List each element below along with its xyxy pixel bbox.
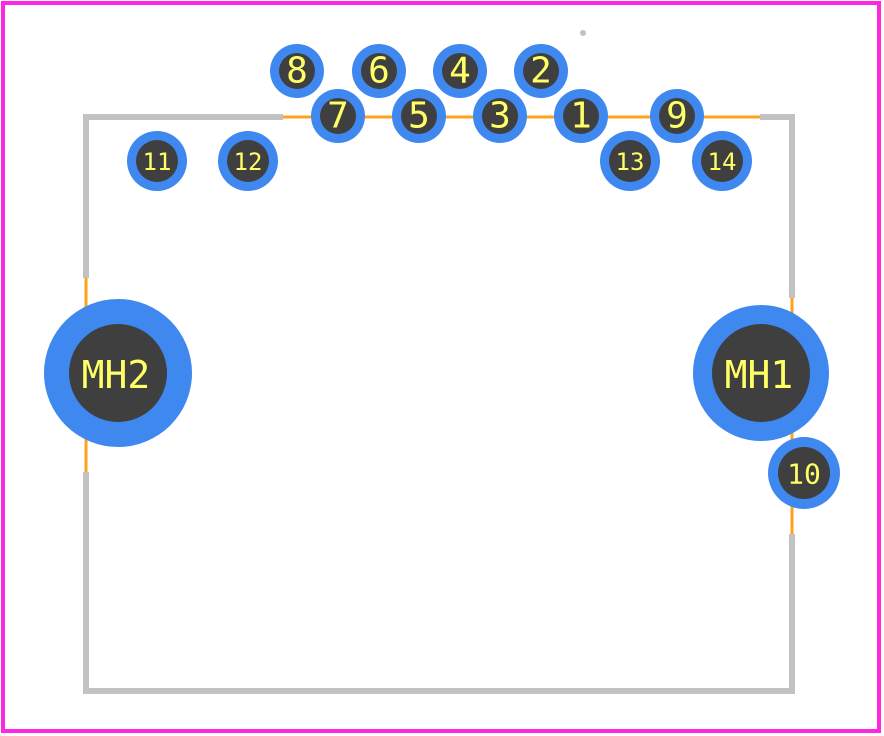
pad-9-label: 9 bbox=[666, 96, 688, 137]
pad-10-label: 10 bbox=[787, 458, 821, 491]
pad-1[interactable]: 1 bbox=[554, 89, 608, 143]
pad-7[interactable]: 7 bbox=[311, 89, 365, 143]
pad-2[interactable]: 2 bbox=[514, 44, 568, 98]
pad-10[interactable]: 10 bbox=[768, 437, 840, 509]
pad-2-label: 2 bbox=[530, 51, 552, 92]
pad-8-label: 8 bbox=[286, 51, 308, 92]
pad-7-label: 7 bbox=[327, 96, 349, 137]
pad-3-label: 3 bbox=[489, 96, 511, 137]
pad-6-label: 6 bbox=[368, 51, 390, 92]
pad-12-label: 12 bbox=[234, 148, 263, 176]
silkscreen-outline bbox=[83, 114, 795, 694]
pad-mh1-label: MH1 bbox=[725, 353, 794, 397]
pad-13-label: 13 bbox=[616, 148, 645, 176]
pad-mh2-label: MH2 bbox=[82, 353, 151, 397]
pad-11[interactable]: 11 bbox=[127, 131, 187, 191]
courtyard-lines bbox=[84, 115, 794, 534]
pad-8[interactable]: 8 bbox=[270, 44, 324, 98]
pad-14[interactable]: 14 bbox=[692, 131, 752, 191]
pad-6[interactable]: 6 bbox=[352, 44, 406, 98]
pad-4[interactable]: 4 bbox=[433, 44, 487, 98]
origin-marker bbox=[580, 30, 586, 36]
pad-11-label: 11 bbox=[143, 148, 172, 176]
pad-5-label: 5 bbox=[408, 96, 430, 137]
pad-1-label: 1 bbox=[570, 96, 592, 137]
pad-13[interactable]: 13 bbox=[600, 131, 660, 191]
pad-3[interactable]: 3 bbox=[473, 89, 527, 143]
pad-12[interactable]: 12 bbox=[218, 131, 278, 191]
pad-mh1[interactable]: MH1 bbox=[693, 305, 829, 441]
pads-layer: 8 6 4 2 7 5 3 bbox=[44, 44, 840, 509]
pad-9[interactable]: 9 bbox=[650, 89, 704, 143]
pad-5[interactable]: 5 bbox=[392, 89, 446, 143]
pad-4-label: 4 bbox=[449, 51, 471, 92]
pad-14-label: 14 bbox=[708, 148, 737, 176]
pad-mh2[interactable]: MH2 bbox=[44, 299, 192, 447]
